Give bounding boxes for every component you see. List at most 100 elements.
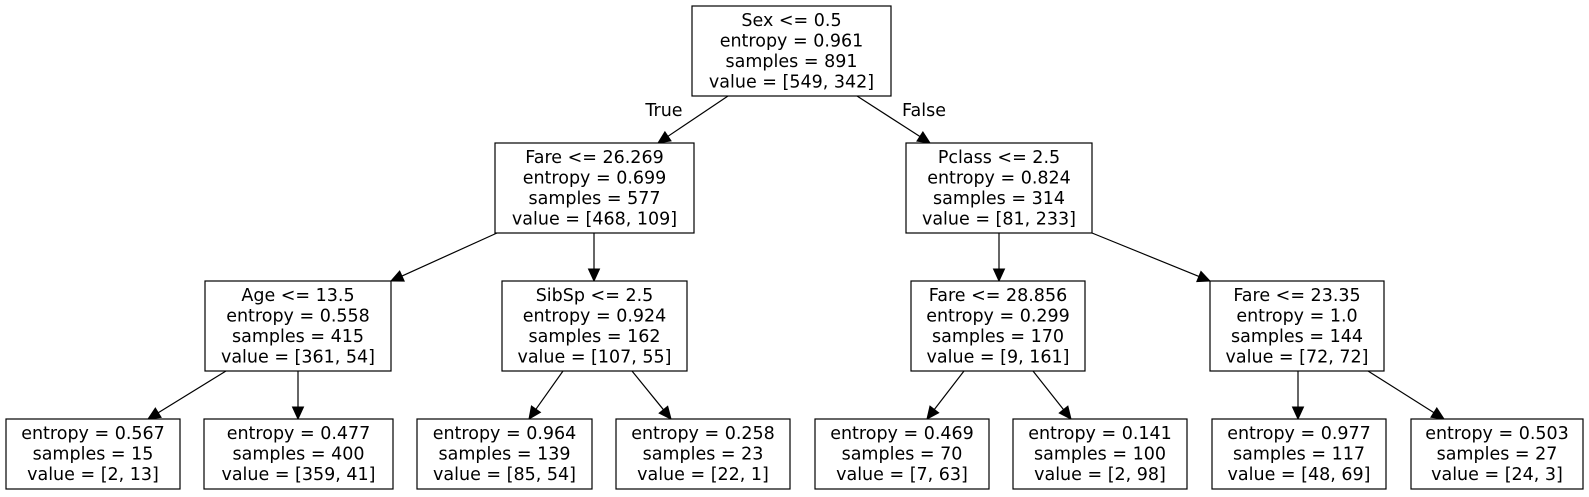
edge-line: [1091, 232, 1200, 278]
edge-n2-n6: [1091, 232, 1212, 283]
node-box: [204, 280, 392, 372]
node-text-line: samples = 415: [232, 327, 364, 347]
edge-line: [631, 370, 664, 411]
node-text-line: value = [48, 69]: [1228, 465, 1371, 485]
node-text-line: samples = 117: [1233, 445, 1365, 465]
node-box: [416, 418, 593, 490]
edge-n5-n11: [926, 370, 965, 420]
node-text-line: entropy = 1.0: [1236, 306, 1357, 326]
node-text-line: samples = 139: [439, 445, 571, 465]
node-text-line: value = [2, 13]: [27, 465, 159, 485]
node-box: [910, 280, 1086, 372]
node-text-line: SibSp <= 2.5: [536, 286, 654, 306]
node-box: [1410, 418, 1584, 490]
node-text-line: value = [22, 1]: [637, 465, 769, 485]
node-text-line: samples = 314: [933, 189, 1065, 209]
node-text-line: entropy = 0.558: [226, 306, 370, 326]
node-text-line: value = [81, 233]: [922, 209, 1076, 229]
arrow-head-icon: [1291, 406, 1305, 421]
node-text-line: value = [107, 55]: [517, 347, 671, 367]
arrow-head-icon: [916, 130, 932, 144]
node-text-line: Age <= 13.5: [241, 286, 354, 306]
node-text-line: samples = 100: [1034, 445, 1166, 465]
node-text-line: value = [9, 161]: [927, 347, 1070, 367]
node-text-line: entropy = 0.699: [523, 168, 667, 188]
edge-line: [856, 95, 921, 138]
edge-line: [933, 370, 965, 410]
node-text-line: samples = 162: [529, 327, 661, 347]
node-text-line: value = [468, 109]: [512, 209, 677, 229]
node-text-line: entropy = 0.964: [433, 424, 577, 444]
edge-line: [157, 370, 227, 414]
edge-n5-n12: [1032, 370, 1072, 420]
arrow-head-icon: [528, 405, 542, 420]
edge-n6-n13: [1291, 371, 1305, 421]
node-text-line: value = [85, 54]: [433, 465, 576, 485]
node-text-line: entropy = 0.469: [830, 424, 974, 444]
edges-layer: True False: [146, 95, 1446, 421]
edge-label: False: [902, 101, 946, 121]
node-text-line: Fare <= 28.856: [929, 286, 1067, 306]
node-text-line: samples = 891: [726, 52, 858, 72]
node-text-line: value = [72, 72]: [1226, 347, 1369, 367]
node-text-line: Pclass <= 2.5: [938, 148, 1060, 168]
arrow-head-icon: [992, 268, 1006, 283]
node-box: [615, 418, 791, 490]
arrow-head-icon: [389, 270, 405, 282]
node-text-line: entropy = 0.258: [631, 424, 775, 444]
arrow-head-icon: [657, 130, 672, 144]
node-box: [494, 142, 695, 234]
edge-line: [401, 232, 498, 277]
node-text-line: value = [549, 342]: [709, 72, 874, 92]
arrow-head-icon: [1430, 407, 1446, 420]
node-text-line: samples = 70: [842, 445, 963, 465]
edge-n1-n4: [587, 233, 601, 283]
node-text-line: samples = 577: [529, 189, 661, 209]
node-text-line: samples = 15: [33, 445, 154, 465]
node-box: [691, 5, 892, 97]
arrow-head-icon: [587, 268, 601, 283]
node-box: [814, 418, 990, 490]
node-text-line: entropy = 0.141: [1028, 424, 1172, 444]
edge-n4-n9: [528, 370, 564, 420]
node-text-line: Fare <= 23.35: [1233, 286, 1360, 306]
edge-line: [1367, 370, 1435, 414]
node-text-line: entropy = 0.977: [1227, 424, 1371, 444]
node-text-line: entropy = 0.503: [1425, 424, 1569, 444]
arrow-head-icon: [658, 405, 672, 420]
node-box: [203, 418, 394, 490]
node-box: [1012, 418, 1188, 490]
arrow-head-icon: [1058, 405, 1072, 420]
arrow-head-icon: [291, 406, 305, 421]
edge-n0-n1: True: [644, 95, 729, 144]
edge-n1-n3: [389, 232, 498, 282]
node-text-line: samples = 23: [643, 445, 764, 465]
node-text-line: entropy = 0.824: [927, 168, 1071, 188]
arrow-head-icon: [926, 405, 940, 420]
node-text-line: value = [2, 98]: [1034, 465, 1166, 485]
edge-line: [535, 370, 564, 410]
edge-line: [667, 95, 729, 137]
node-text-line: samples = 170: [932, 327, 1064, 347]
node-box: [905, 142, 1093, 234]
edge-n2-n5: [992, 233, 1006, 283]
node-text-line: value = [361, 54]: [221, 347, 375, 367]
node-text-line: entropy = 0.567: [21, 424, 165, 444]
node-text-line: entropy = 0.299: [926, 306, 1070, 326]
edge-n4-n10: [631, 370, 672, 420]
